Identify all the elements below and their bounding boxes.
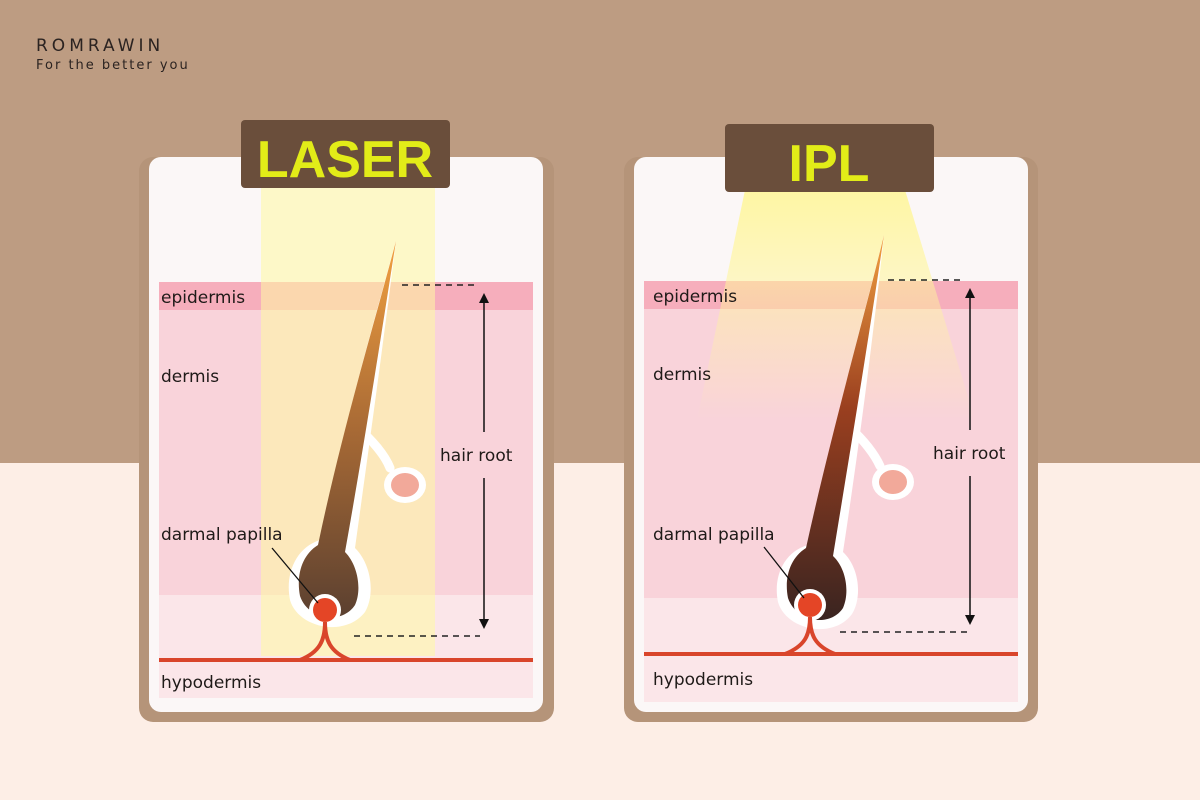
blood-vessel xyxy=(299,621,351,662)
title-tab xyxy=(241,120,450,188)
brand-name: ROMRAWIN xyxy=(36,36,165,56)
panel-ipl: epidermis dermis darmal papilla hair roo… xyxy=(624,124,1038,722)
ipl-beam xyxy=(697,190,975,420)
sebaceous-gland-inner xyxy=(391,473,419,497)
dermal-papilla xyxy=(798,593,822,617)
label-hypodermis: hypodermis xyxy=(161,673,261,693)
label-papilla: darmal papilla xyxy=(161,525,283,545)
dermal-papilla xyxy=(313,598,337,622)
panel-title: LASER xyxy=(257,131,433,189)
blood-vessel xyxy=(784,616,836,656)
title-tab xyxy=(725,124,934,192)
panel-laser: epidermis dermis darmal papilla hair roo… xyxy=(139,120,554,722)
label-dermis: dermis xyxy=(653,365,711,385)
label-dermis: dermis xyxy=(161,367,219,387)
hair-shaft xyxy=(298,241,396,618)
label-papilla: darmal papilla xyxy=(653,525,775,545)
brand-tagline: For the better you xyxy=(36,58,190,73)
brand-logo: ROMRAWIN For the better you xyxy=(36,36,190,74)
label-hypodermis: hypodermis xyxy=(653,670,753,690)
label-hair-root: hair root xyxy=(933,444,1006,464)
panel-title: IPL xyxy=(789,135,870,193)
hair-shaft xyxy=(786,235,884,621)
label-epidermis: epidermis xyxy=(161,288,245,308)
papilla-pointer xyxy=(763,546,805,599)
sebaceous-gland-inner xyxy=(879,470,907,494)
label-hair-root: hair root xyxy=(440,446,513,466)
label-epidermis: epidermis xyxy=(653,287,737,307)
papilla-pointer xyxy=(271,547,319,604)
